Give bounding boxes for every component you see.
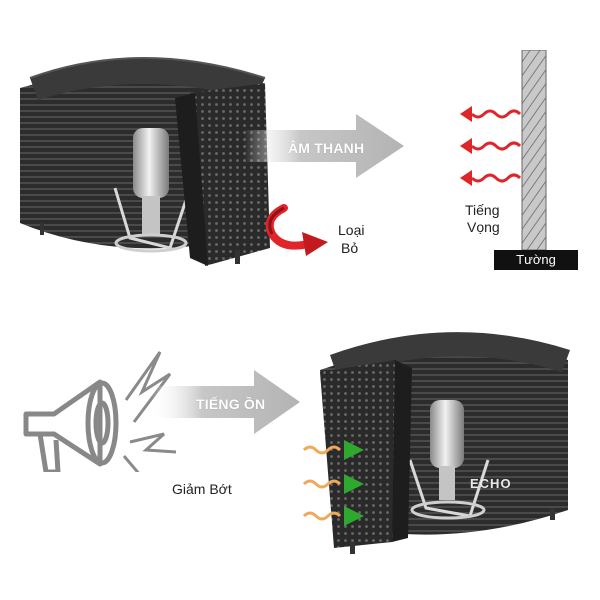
watermark-text: ECHO (470, 476, 512, 491)
reflection-filter-bottom (320, 332, 570, 554)
megaphone-icon (23, 351, 177, 472)
reduce-label: Giảm Bớt (172, 481, 232, 497)
reflection-filter-top (20, 57, 270, 266)
curved-arrow-icon (265, 204, 328, 256)
remove-label-line2: Bỏ (341, 240, 359, 256)
wall (521, 50, 547, 250)
remove-label-line1: Loại (338, 222, 365, 238)
noise-arrow-label: TIẾNG ỒN (196, 396, 266, 412)
noise-arrow (150, 370, 300, 434)
echo-label-line2: Vọng (467, 219, 500, 235)
sound-arrow-label: ÂM THANH (288, 140, 365, 156)
bottom-scene: TIẾNG ỒN Giảm Bớt (0, 300, 600, 600)
echo-waves (460, 106, 522, 186)
echo-label-line1: Tiếng (465, 202, 500, 218)
wall-label: Tường (516, 252, 556, 267)
wall-base: Tường (494, 250, 578, 270)
sound-arrow (244, 114, 404, 178)
wave-arrow-icon (302, 440, 364, 526)
top-scene: ÂM THANH Loại Bỏ Tiếng Vọng Tườ (20, 50, 578, 270)
